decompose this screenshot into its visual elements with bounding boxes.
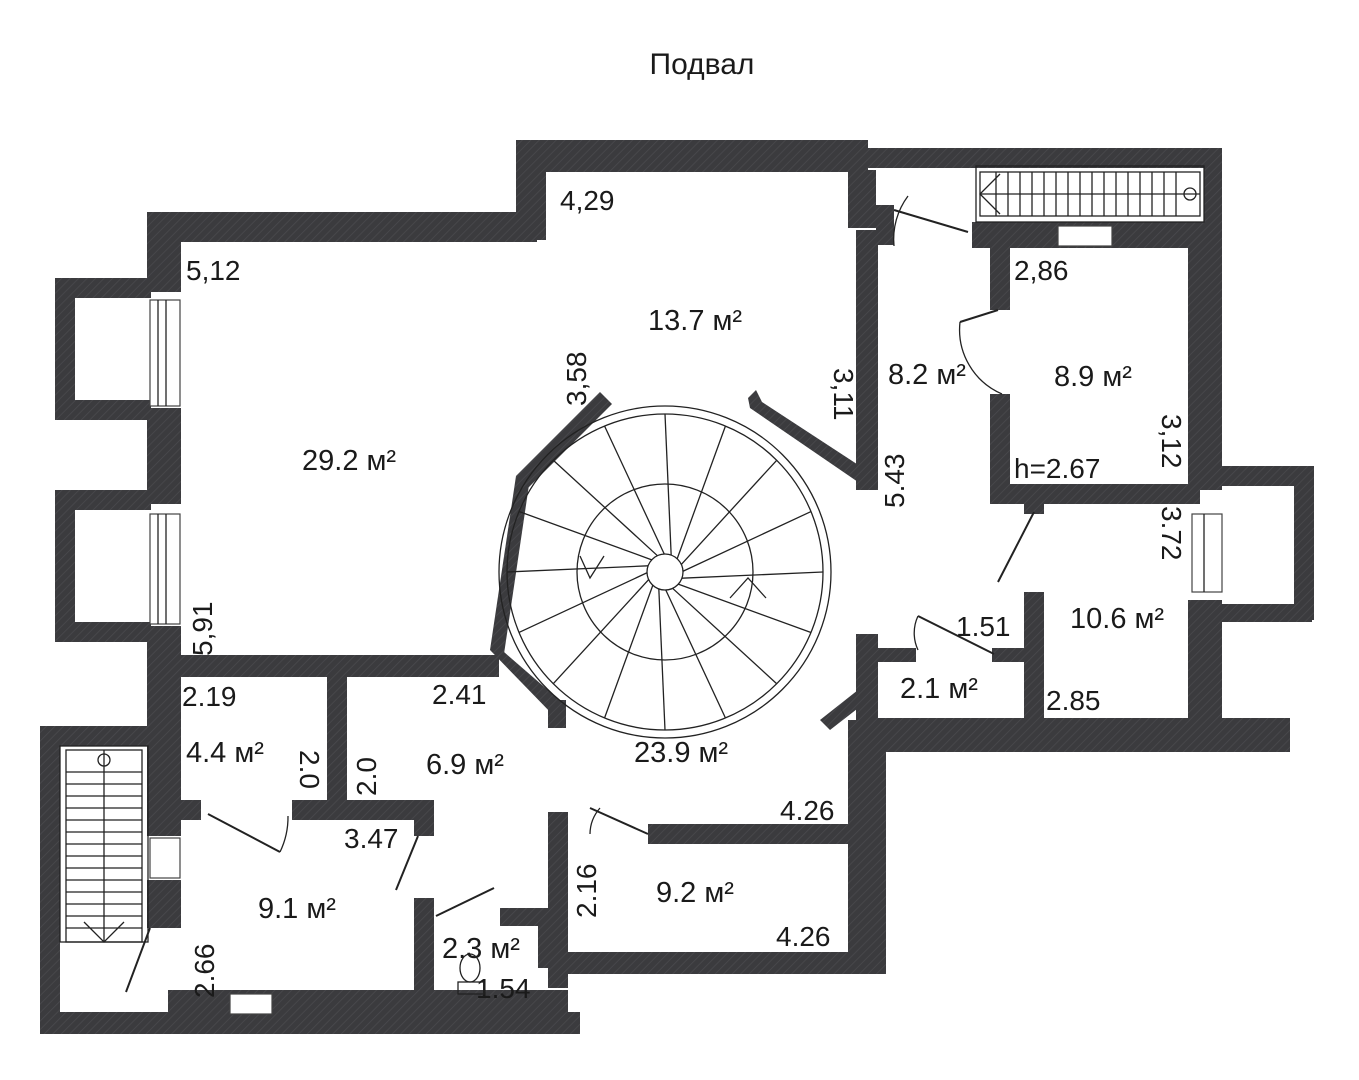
room-area-9-1: 9.1 м² — [258, 893, 336, 925]
windows — [149, 225, 1223, 1015]
room-area-2-3: 2.3 м² — [442, 933, 520, 965]
stair-left — [59, 745, 149, 943]
room-labels: 29.2 м² 13.7 м² 8.2 м² 8.9 м² 10.6 м² 2.… — [186, 305, 1164, 965]
dim-4-26-b: 4.26 — [776, 921, 831, 952]
dimension-labels: 4,29 5,12 3,58 3,11 5.43 2,86 3,12 h=2.6… — [182, 185, 1187, 1004]
stair-top — [975, 165, 1205, 223]
dim-3-58: 3,58 — [561, 352, 592, 407]
dim-2-0-a: 2.0 — [294, 750, 325, 789]
dim-2-41: 2.41 — [432, 679, 487, 710]
dim-5-43: 5.43 — [879, 454, 910, 509]
dim-3-47: 3.47 — [344, 823, 399, 854]
dim-3-11: 3,11 — [828, 368, 859, 420]
dim-2-16: 2.16 — [571, 864, 602, 919]
dim-2-66: 2.66 — [189, 944, 220, 999]
dim-3-72: 3.72 — [1156, 506, 1187, 561]
plan-title: Подвал — [650, 48, 755, 81]
toilet-icon — [457, 953, 485, 995]
room-area-29: 29.2 м² — [302, 445, 396, 477]
room-area-10: 10.6 м² — [1070, 603, 1164, 635]
room-area-8-2: 8.2 м² — [888, 359, 966, 391]
spiral-stair — [498, 405, 832, 739]
room-area-23: 23.9 м² — [634, 737, 728, 769]
dim-4-26-a: 4.26 — [780, 795, 835, 826]
dim-5-91: 5,91 — [187, 602, 218, 657]
doors — [125, 195, 1035, 993]
dim-5-12: 5,12 — [186, 255, 241, 286]
room-area-2-1: 2.1 м² — [900, 673, 978, 705]
dim-2-19: 2.19 — [182, 681, 237, 712]
room-area-6: 6.9 м² — [426, 749, 504, 781]
room-area-9-2: 9.2 м² — [656, 877, 734, 909]
dim-3-12: 3,12 — [1156, 414, 1187, 469]
dim-2-0-b: 2.0 — [351, 757, 382, 796]
dim-2-86: 2,86 — [1014, 255, 1069, 286]
dim-1-51: 1.51 — [956, 611, 1011, 642]
dim-4-29: 4,29 — [560, 185, 615, 216]
dim-2-85: 2.85 — [1046, 685, 1101, 716]
room-area-13: 13.7 м² — [648, 305, 742, 337]
room-area-4: 4.4 м² — [186, 737, 264, 769]
dim-height: h=2.67 — [1014, 453, 1100, 484]
room-area-8-9: 8.9 м² — [1054, 361, 1132, 393]
dim-1-54: 1.54 — [476, 973, 531, 1004]
